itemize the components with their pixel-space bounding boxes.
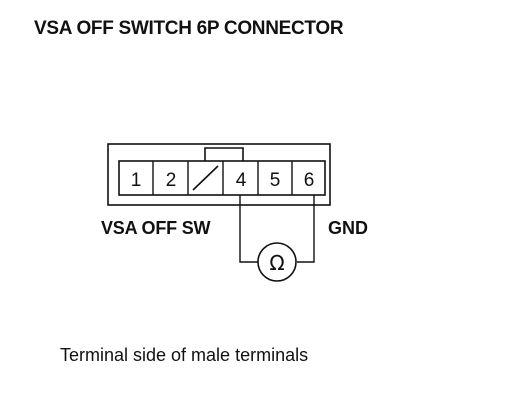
pin-4-number: 4 [236, 170, 247, 191]
probe-wire-pin4 [239, 195, 258, 263]
ohm-symbol: Ω [269, 251, 284, 275]
switch-terminal-label: VSA OFF SW [101, 218, 211, 238]
ground-terminal-label: GND [328, 218, 368, 238]
terminal-strip [118, 160, 326, 196]
connector-housing [107, 143, 331, 206]
probe-wire-pin6 [297, 195, 315, 263]
pin-2-number: 2 [166, 170, 177, 191]
ohmmeter-icon [257, 242, 297, 282]
locking-tab [204, 147, 244, 161]
pin-5-number: 5 [270, 170, 281, 191]
pin-1-number: 1 [131, 170, 142, 191]
diagram-title: VSA OFF SWITCH 6P CONNECTOR [34, 18, 344, 39]
pin-6-number: 6 [304, 170, 315, 191]
empty-cavity-slash [192, 165, 219, 191]
diagram-caption: Terminal side of male terminals [60, 345, 309, 365]
